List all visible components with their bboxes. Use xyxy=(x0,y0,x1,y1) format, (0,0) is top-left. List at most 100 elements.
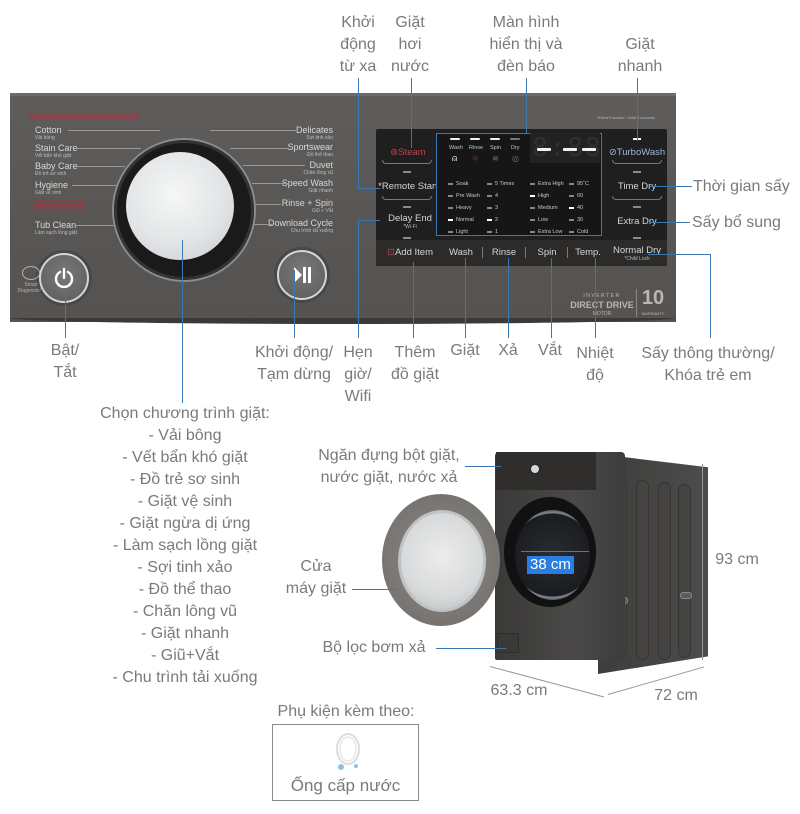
remote-start-button[interactable]: *Remote Start xyxy=(378,181,438,192)
steam-button[interactable]: ⊛Steam xyxy=(383,147,433,158)
program-dial-knob[interactable] xyxy=(126,152,234,260)
program-name: Duvet xyxy=(309,160,333,170)
program-name: Stain Care xyxy=(35,143,78,153)
child-lock-sublabel: *Child Lock xyxy=(624,256,650,262)
program-list: - Vải bông - Vết bẩn khó giặt - Đồ trẻ s… xyxy=(80,425,290,689)
spin-button[interactable]: Spin xyxy=(537,247,557,258)
label-rinse: Xả xyxy=(498,342,518,359)
remote-icon: ◎ xyxy=(512,154,519,163)
add-item-label: Add Item xyxy=(394,247,433,258)
stage-label: Wash xyxy=(449,145,463,151)
option-item: Extra Low xyxy=(530,229,562,236)
indicator-led xyxy=(403,206,411,208)
power-button[interactable] xyxy=(39,253,89,303)
program-sub: Giặt vệ sinh xyxy=(35,190,62,196)
logo-line2: DIRECT DRIVE xyxy=(570,300,634,310)
program-list-item: - Giũ+Vắt xyxy=(150,647,220,664)
accessory-name: Ống cấp nước xyxy=(290,776,401,795)
machine-control-strip xyxy=(496,452,596,490)
program-list-item: - Làm sạch lồng giặt xyxy=(112,537,258,554)
diameter-line xyxy=(521,551,589,552)
smart-diagnosis-logo: Smart Diagnosis™ xyxy=(13,266,49,294)
wash-button[interactable]: Wash xyxy=(449,247,473,258)
label-spin: Vắt xyxy=(537,342,562,359)
width-dimension: 63.3 cm xyxy=(490,682,548,699)
height-dimension: 93 cm xyxy=(715,551,759,568)
normal-dry-label: Normal Dry xyxy=(612,245,662,256)
leader-line xyxy=(411,78,412,148)
option-item: 60 xyxy=(569,193,583,200)
rinse-button[interactable]: Rinse xyxy=(491,247,517,258)
label-delay-wifi: Hẹn giờ/ Wifi xyxy=(343,344,373,405)
label-time-dry: Thời gian sấy xyxy=(693,178,790,195)
start-pause-button[interactable] xyxy=(277,250,327,300)
indicator-led xyxy=(633,237,641,239)
option-item: 3 xyxy=(487,205,498,212)
leader-line xyxy=(650,222,690,223)
program-name: Download Cycle xyxy=(267,218,333,228)
separator xyxy=(567,247,568,258)
option-item-active: 40 xyxy=(569,205,583,212)
time-segment xyxy=(563,148,577,151)
extra-dry-button[interactable]: Extra Dry xyxy=(617,216,657,227)
turbo-wash-button[interactable]: ⊘TurboWash xyxy=(607,147,667,158)
divider xyxy=(382,160,432,164)
leader-line xyxy=(65,290,66,338)
program-list-item: - Đồ trẻ sơ sinh xyxy=(129,471,241,488)
option-item: Soak xyxy=(448,181,469,188)
panel-bottom-edge xyxy=(10,318,676,324)
steam-icon: ⊛ xyxy=(390,147,399,158)
program-list-item: - Giặt nhanh xyxy=(140,625,230,642)
accessories-title: Phụ kiện kèm theo: xyxy=(277,703,415,720)
add-item-icon: ⊡ xyxy=(387,247,395,258)
option-item: Medium xyxy=(530,205,558,212)
door-diameter-badge: 38 cm xyxy=(527,556,574,574)
leader-line xyxy=(413,262,414,338)
steam-label: Steam xyxy=(398,147,426,158)
divider xyxy=(612,196,662,200)
turbo-wash-icon: ⊘ xyxy=(608,147,617,158)
program-list-item: - Giặt vệ sinh xyxy=(137,493,233,510)
label-turbo-wash: Giặt nhanh xyxy=(617,36,663,75)
program-sub: Chăn lông vũ xyxy=(303,170,333,176)
allergy-care-program xyxy=(33,199,85,213)
program-line xyxy=(76,225,116,226)
divider xyxy=(612,160,662,164)
separator xyxy=(482,247,483,258)
label-start-pause: Khởi động/ Tạm dừng xyxy=(254,344,334,383)
label-display: Màn hình hiển thị và đèn báo xyxy=(489,14,563,75)
time-segment xyxy=(537,148,551,151)
label-dispenser: Ngăn đựng bột giặt, nước giặt, nước xả xyxy=(318,447,460,486)
delay-end-button[interactable]: Delay End*Wi-Fi xyxy=(380,213,440,230)
warranty-years: 10 xyxy=(641,287,665,309)
option-item: 4 xyxy=(487,193,498,200)
program-sub: Đồ thể thao xyxy=(307,152,333,158)
leader-line xyxy=(595,258,596,338)
leader-line xyxy=(650,186,692,187)
program-line xyxy=(252,183,288,184)
stage-label: Dry xyxy=(511,145,520,151)
temp-button[interactable]: Temp. xyxy=(575,247,601,258)
stage-led-dry xyxy=(510,138,520,140)
label-door: Cửa máy giặt xyxy=(285,558,347,597)
leader-line xyxy=(465,466,501,467)
add-item-button[interactable]: ⊡Add Item xyxy=(380,247,440,258)
label-wash: Giặt xyxy=(450,342,480,359)
option-item: 30 xyxy=(569,217,583,224)
label-normal-dry: Sấy thông thường/ Khóa trẻ em xyxy=(641,345,775,384)
program-sub: Giũ + Vắt xyxy=(312,208,333,214)
time-dry-button[interactable]: Time Dry xyxy=(617,181,657,192)
normal-dry-button[interactable]: Normal Dry*Child Lock xyxy=(605,245,669,262)
stage-led-rinse xyxy=(470,138,480,140)
